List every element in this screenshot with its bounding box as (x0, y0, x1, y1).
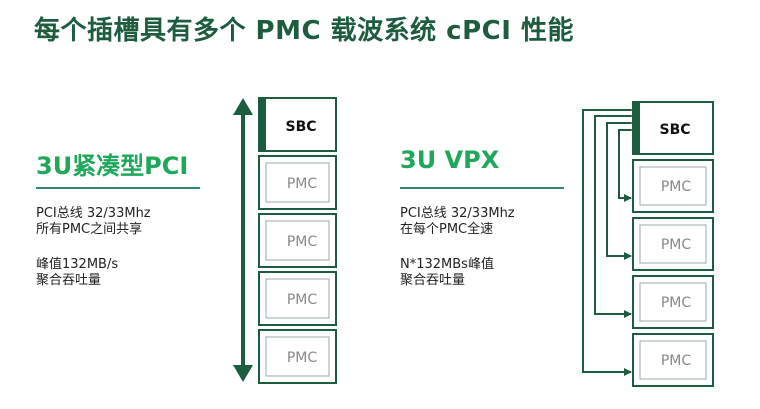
link-pmc-1 (618, 126, 638, 202)
right-line-4: 聚合吞吐量 (400, 273, 466, 288)
left-line-2: 所有PMC之间共享 (36, 222, 143, 237)
right-board-label-5: PMC (661, 353, 692, 369)
right-board-label-1: SBC (659, 122, 690, 138)
left-board-pmc-1: PMC (258, 155, 337, 210)
left-line-1: PCI总线 32/33Mhz (36, 206, 151, 221)
point-to-point-links (582, 106, 638, 376)
left-board-pmc-4: PMC (258, 329, 337, 384)
right-board-label-2: PMC (661, 179, 692, 195)
page-title: 每个插槽具有多个 PMC 载波系统 cPCI 性能 (34, 16, 574, 46)
left-board-pmc-2: PMC (258, 213, 337, 268)
left-board-label-2: PMC (287, 176, 318, 192)
right-line-3: N*132MBs峰值 (400, 257, 494, 272)
right-line-2: 在每个PMC全速 (400, 222, 494, 237)
left-board-sbc: SBC (258, 97, 337, 152)
left-board-label-1: SBC (285, 119, 316, 135)
left-divider (36, 187, 200, 189)
left-line-3: 峰值132MB/s (36, 257, 119, 272)
link-pmc-3 (594, 112, 638, 318)
right-board-label-3: PMC (661, 237, 692, 253)
right-board-pmc-4: PMC (632, 333, 714, 387)
left-board-pmc-3: PMC (258, 271, 337, 326)
left-board-label-5: PMC (287, 350, 318, 366)
right-heading: 3U VPX (400, 146, 500, 174)
left-line-4: 聚合吞吐量 (36, 273, 102, 288)
left-heading: 3U紧凑型PCI (36, 152, 189, 180)
left-board-label-3: PMC (287, 234, 318, 250)
right-board-pmc-3: PMC (632, 275, 714, 329)
left-board-label-4: PMC (287, 292, 318, 308)
link-pmc-2 (606, 119, 638, 260)
right-line-1: PCI总线 32/33Mhz (400, 206, 515, 221)
right-board-label-4: PMC (661, 295, 692, 311)
link-pmc-4 (582, 106, 638, 376)
right-board-sbc: SBC (632, 101, 714, 155)
right-divider (400, 187, 564, 189)
right-board-pmc-2: PMC (632, 217, 714, 271)
right-board-pmc-1: PMC (632, 159, 714, 213)
shared-bus-arrow (233, 98, 253, 382)
